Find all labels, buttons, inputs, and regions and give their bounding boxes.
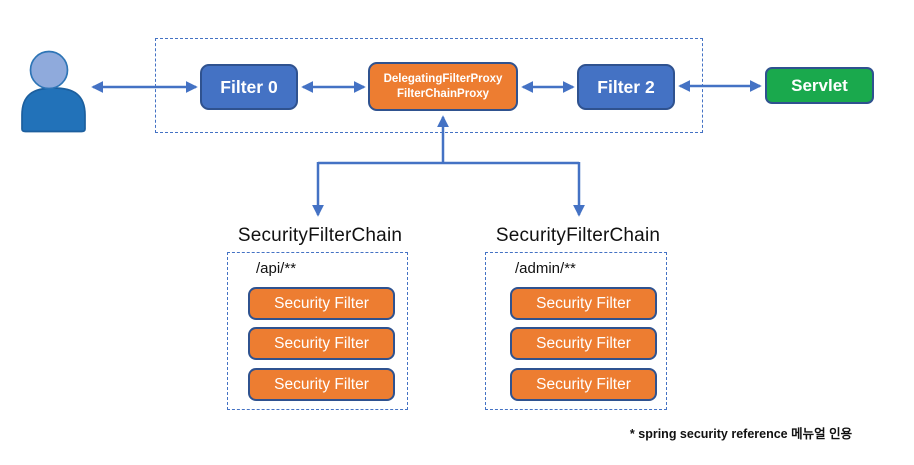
security-filter-label: Security Filter (274, 334, 369, 352)
security-filter-node: Security Filter (248, 327, 395, 360)
proxy-label-line1: DelegatingFilterProxy (383, 72, 503, 85)
filter2-node: Filter 2 (577, 64, 675, 110)
chain-title: SecurityFilterChain (495, 225, 661, 246)
reference-footnote: * spring security reference 메뉴얼 인용 (629, 427, 853, 441)
filter2-label: Filter 2 (597, 76, 655, 97)
chain-url-pattern: /api/** (256, 260, 297, 277)
chain-title: SecurityFilterChain (237, 225, 403, 246)
chain-dashed-box (485, 252, 667, 410)
filter-chain-dashed-container (155, 38, 703, 133)
security-filter-label: Security Filter (536, 375, 631, 393)
user-icon (21, 50, 86, 133)
delegating-filter-proxy-node: DelegatingFilterProxy FilterChainProxy (368, 62, 518, 111)
security-filter-chain-api: SecurityFilterChain /api/** Security Fil… (220, 225, 420, 420)
security-filter-label: Security Filter (536, 294, 631, 312)
proxy-label-line2: FilterChainProxy (396, 87, 490, 100)
security-filter-label: Security Filter (274, 375, 369, 393)
security-filter-node: Security Filter (510, 287, 657, 320)
security-filter-chain-admin: SecurityFilterChain /admin/** Security F… (478, 225, 678, 420)
chain-url-pattern: /admin/** (515, 260, 576, 277)
security-filter-node: Security Filter (510, 368, 657, 401)
filter0-label: Filter 0 (220, 76, 278, 97)
security-filter-node: Security Filter (510, 327, 657, 360)
chain-dashed-box (227, 252, 408, 410)
servlet-node: Servlet (765, 67, 874, 104)
security-filter-node: Security Filter (248, 368, 395, 401)
security-filter-label: Security Filter (536, 334, 631, 352)
servlet-label: Servlet (791, 75, 848, 95)
filter0-node: Filter 0 (200, 64, 298, 110)
security-filter-node: Security Filter (248, 287, 395, 320)
security-filter-label: Security Filter (274, 294, 369, 312)
